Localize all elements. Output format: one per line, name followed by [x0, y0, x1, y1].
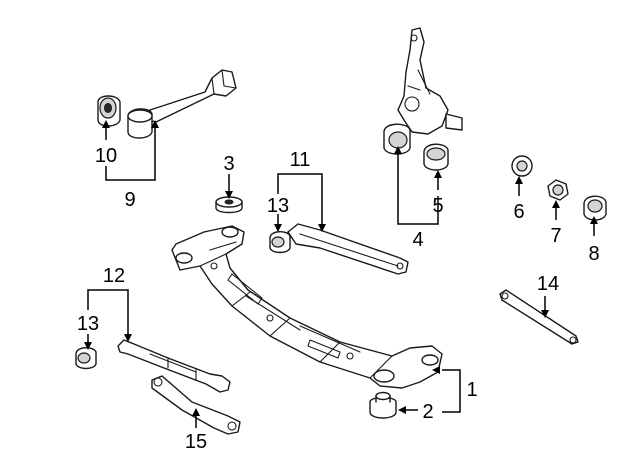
link-bushing-lower — [75, 347, 97, 370]
lateral-link-lower — [117, 339, 231, 393]
callout-1: 1 — [466, 379, 477, 401]
callout-4: 4 — [412, 229, 423, 251]
callout-10: 10 — [95, 145, 117, 167]
callout-12: 12 — [103, 265, 125, 287]
callout-labels: 10 9 3 11 13 5 4 6 7 8 12 13 14 15 1 2 — [77, 145, 600, 453]
knuckle-bushing — [423, 143, 449, 171]
callout-15: 15 — [185, 431, 207, 453]
arm-bushing-small — [97, 95, 121, 127]
crossmember-mount — [369, 391, 397, 419]
bushing-8 — [583, 195, 607, 221]
washer — [511, 155, 533, 177]
crossmember — [171, 225, 443, 389]
stabilizer-link — [499, 289, 579, 345]
callout-9: 9 — [124, 189, 135, 211]
callout-14: 14 — [537, 273, 559, 295]
callout-11: 11 — [290, 149, 311, 171]
callout-2: 2 — [422, 401, 433, 423]
callout-7: 7 — [550, 225, 561, 247]
lateral-link-upper — [287, 223, 409, 275]
steering-knuckle — [383, 27, 463, 155]
callout-13-lower: 13 — [77, 313, 99, 335]
link-bushing-upper — [269, 231, 291, 254]
callout-8: 8 — [588, 243, 599, 265]
trailing-arm — [139, 69, 237, 123]
trailing-arm-bushing — [127, 108, 153, 139]
callout-6: 6 — [513, 201, 524, 223]
callout-3: 3 — [223, 153, 234, 175]
callout-13-upper: 13 — [267, 195, 289, 217]
toe-link — [151, 375, 241, 435]
mount-spacer — [215, 196, 243, 214]
callout-5: 5 — [432, 195, 443, 217]
leader-lines — [84, 120, 598, 428]
nut — [547, 179, 569, 201]
